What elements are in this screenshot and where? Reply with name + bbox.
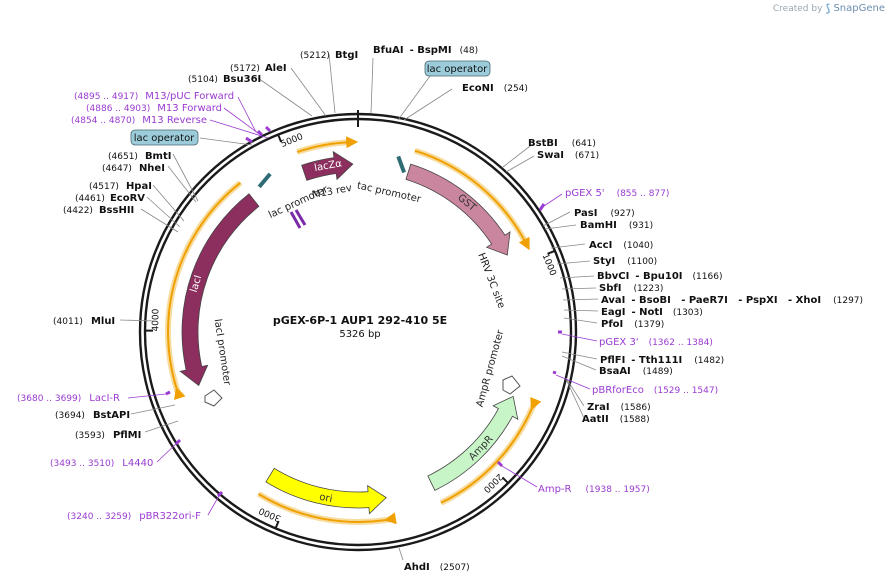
primer-amp-r: Amp-R(1938 .. 1957) [538, 484, 650, 495]
feature-arrow-ampr [427, 395, 519, 491]
tick-mark [277, 134, 283, 143]
site-bstbi: BstBI(641) [528, 138, 596, 149]
primer-l4440: (3493 .. 3510)L4440 [50, 458, 153, 469]
site-hpai: (4517)HpaI [89, 181, 152, 192]
tick-label: 4000 [151, 308, 161, 331]
tick-mark [547, 249, 556, 255]
feature-arrow-ori [265, 467, 387, 515]
primer-m13-reverse: (4854 .. 4870)M13 Reverse [71, 115, 207, 126]
credit-brand: SnapGene [833, 3, 885, 14]
site-bfuai: BfuAI- BspMI(48) [373, 45, 478, 56]
plasmid-name: pGEX-6P-1 AUP1 292-410 5E [273, 314, 447, 327]
site-pfoi: PfoI(1379) [601, 319, 664, 330]
site-econi: EcoNI(254) [462, 83, 528, 94]
orf-arc-halo [296, 139, 353, 155]
primer-laci-r: (3680 .. 3699)LacI-R [17, 393, 120, 404]
feature-arrow-laci [179, 193, 260, 387]
site-bstapi: (3694)BstAPI [55, 410, 130, 421]
site-mlui: (4011)MluI [53, 316, 115, 327]
site-zrai: ZraI(1586) [587, 402, 651, 413]
lac-operator-box-top: lac operator [424, 60, 491, 77]
orf-arc [414, 149, 530, 251]
feature-arrow-laczα [301, 150, 354, 181]
site-aatii: AatII(1588) [582, 414, 650, 425]
primer-pgex-5: pGEX 5'(855 .. 877) [565, 188, 669, 199]
site-bsu36i: (5104)Bsu36I [188, 74, 261, 85]
inner-label: lacI promoter [212, 318, 233, 387]
site-pflfi: PflFI- Tth111I(1482) [600, 355, 724, 366]
inner-label: tac promoter [356, 180, 423, 205]
feature-label-laczα: lacZα [313, 158, 343, 174]
primer-leaders [127, 96, 598, 516]
site-pflmi: (3593)PflMI [75, 430, 141, 441]
site-bsaai: BsaAI(1489) [599, 366, 673, 377]
orf-arc [257, 493, 397, 525]
plasmid-length: 5326 bp [339, 329, 380, 340]
operator-marker [257, 155, 406, 189]
leader-lines [119, 53, 599, 561]
promoter-arrows [204, 375, 521, 407]
feature-label-laci: lacI [189, 274, 204, 294]
inner-label: HRV 3C site [475, 252, 506, 311]
site-pasi: PasI(927) [574, 208, 635, 219]
site-bsshii: (4422)BssHII [63, 205, 134, 216]
feature-arrow-gst [405, 163, 511, 256]
orf-arc [167, 182, 242, 401]
tick-mark [274, 520, 280, 529]
primer-pbrforeco: pBRforEco(1529 .. 1547) [592, 385, 718, 396]
primer-pbr322ori-f: (3240 .. 3259)pBR322ori-F [67, 511, 201, 522]
credit-prefix: Created by [772, 3, 823, 14]
primer-ticks [165, 125, 562, 498]
orf-arc [440, 396, 542, 504]
site-nhei: (4647)NheI [102, 163, 165, 174]
site-ecorv: (4461)EcoRV [75, 193, 145, 204]
site-ahdi: AhdI(2507) [404, 562, 470, 573]
site-styi: StyI(1100) [593, 256, 657, 267]
site-bmti: (4651)BmtI [108, 151, 171, 162]
inner-label: AmpR promoter [475, 328, 507, 408]
site-btgi: (5212)BtgI [300, 50, 358, 61]
primer-m13-puc-forward: (4895 .. 4917)M13/pUC Forward [74, 91, 234, 102]
site-avai: AvaI- BsoBI - PaeR7I - PspXI - XhoI(1297… [601, 295, 863, 306]
snapgene-logo-icon: ⟆ [825, 2, 831, 15]
tick-label: 1000 [540, 252, 558, 277]
site-sbfi: SbfI(1223) [599, 283, 663, 294]
lac-operator-label-top: lac operator [427, 64, 488, 75]
primer-m13-forward: (4886 .. 4903)M13 Forward [86, 103, 222, 114]
site-alei: (5172)AleI [230, 63, 287, 74]
site-acci: AccI(1040) [589, 240, 653, 251]
snapgene-credit: Created by ⟆ SnapGene [773, 2, 885, 15]
site-swai: SwaI(671) [537, 150, 599, 161]
m13-rev-marker [289, 209, 307, 229]
site-eagi: EagI- NotI(1303) [601, 307, 703, 318]
tick-mark [501, 476, 509, 484]
tick-label: 5000 [280, 132, 305, 150]
lac-operator-box-left: lac operator [130, 129, 199, 146]
feature-label-ori: ori [318, 492, 333, 505]
site-bbvci: BbvCI- Bpu10I(1166) [597, 271, 722, 282]
inner-label: M13 rev [311, 183, 353, 201]
orf-arc [296, 136, 359, 153]
site-bamhi: BamHI(931) [580, 220, 653, 231]
lac-operator-label-left: lac operator [134, 133, 195, 144]
primer-pgex-3: pGEX 3'(1362 .. 1384) [599, 337, 713, 348]
